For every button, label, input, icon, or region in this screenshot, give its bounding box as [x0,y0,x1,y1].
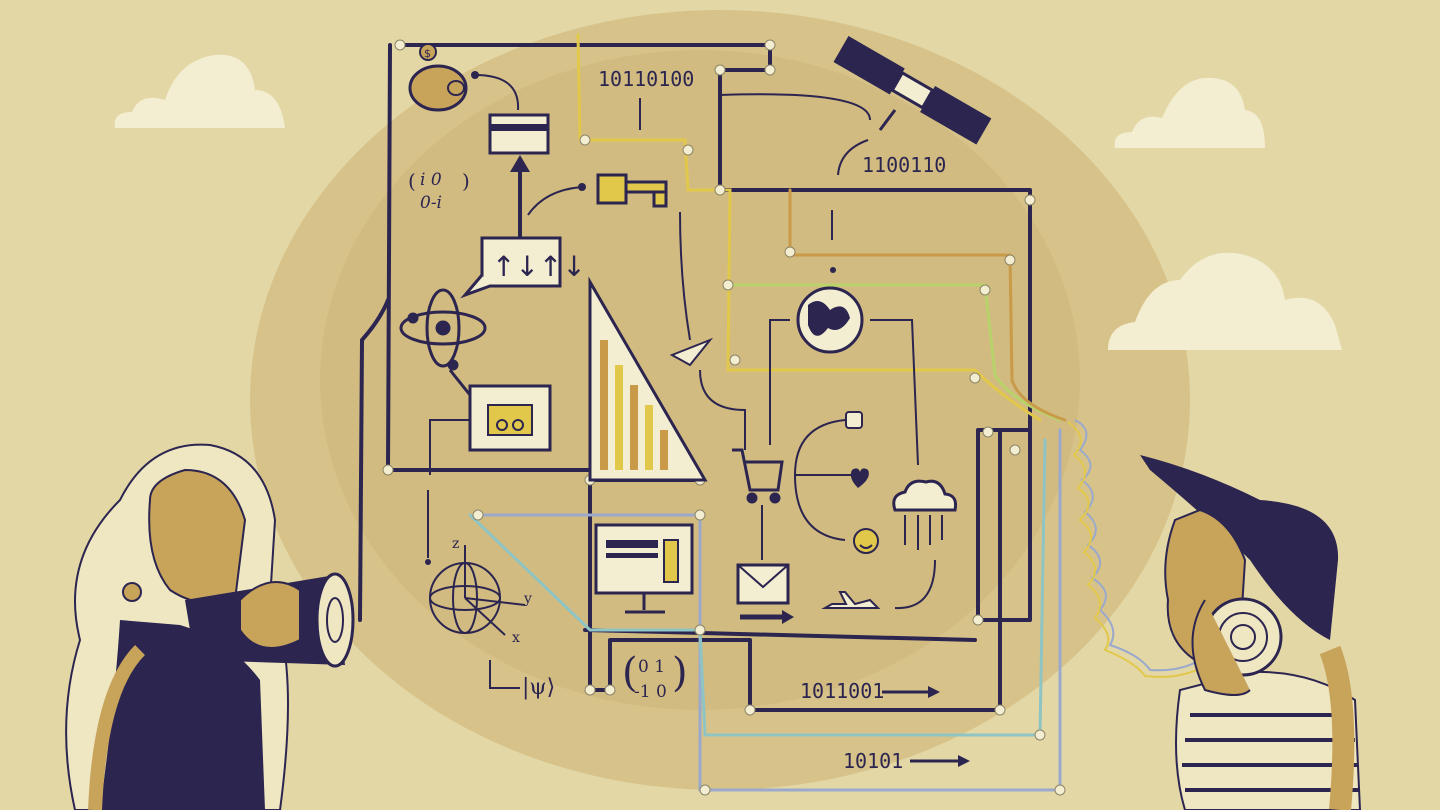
credit-card-icon [488,113,550,155]
coin-symbol: $ [424,47,431,60]
binary-bottom-right-lower: 10101 [843,749,903,773]
envelope-icon [736,563,790,605]
cloud-left [114,54,285,128]
shopping-cart-icon [732,448,784,504]
svg-text:(: ( [408,169,416,193]
svg-text:(: ( [622,650,638,696]
monitor-icon [594,523,694,614]
matrix-top: ( i 0 0-i ) [408,169,470,213]
cassette-box [448,369,552,452]
binary-satellite: 1100110 [862,153,946,177]
atom-icon [399,288,487,371]
matrix-bottom-row: 0-i [420,193,442,213]
cloud-right-bottom [1108,252,1342,350]
svg-text:): ) [462,169,470,193]
axis-x: x [512,630,520,646]
key-icon [596,173,668,208]
matrix-top-row: i 0 [420,170,442,190]
binary-bottom-right-upper: 1011001 [800,679,884,703]
satellite-icon [833,36,992,145]
matrix-bottom-top-row: 0 1 [638,657,665,677]
phone-cord [1067,419,1241,678]
thumbs-up-icon [845,411,863,429]
binary-top: 10110100 [598,67,694,91]
axis-y: y [523,591,532,607]
globe-icon [796,286,864,354]
airplane-icon [821,591,881,609]
bloch-sphere-icon [429,545,526,636]
ket-psi: |ψ⟩ [522,675,555,700]
man-figure [1140,455,1362,810]
spin-arrows-box: ↑↓↑↓ [460,236,586,299]
matrix-bottom-bottom-row: -1 0 [634,682,667,702]
cloud-right-top [1114,77,1265,148]
piggy-bank-icon: $ [408,43,468,112]
paper-plane-icon [669,337,714,367]
smiley-icon [853,528,879,554]
cloud-computing-icon [892,479,957,550]
svg-text:): ) [672,650,688,696]
matrix-bottom: ( 0 1 -1 0 ) [622,650,688,702]
tin-can-left[interactable] [185,572,355,668]
piggy-link [474,74,520,111]
spin-arrows: ↑↓↑↓ [492,250,586,283]
axis-z: z [452,536,459,552]
heart-icon [850,468,869,488]
triangle-bar-chart [588,276,708,482]
tin-can-right[interactable] [1191,597,1283,696]
